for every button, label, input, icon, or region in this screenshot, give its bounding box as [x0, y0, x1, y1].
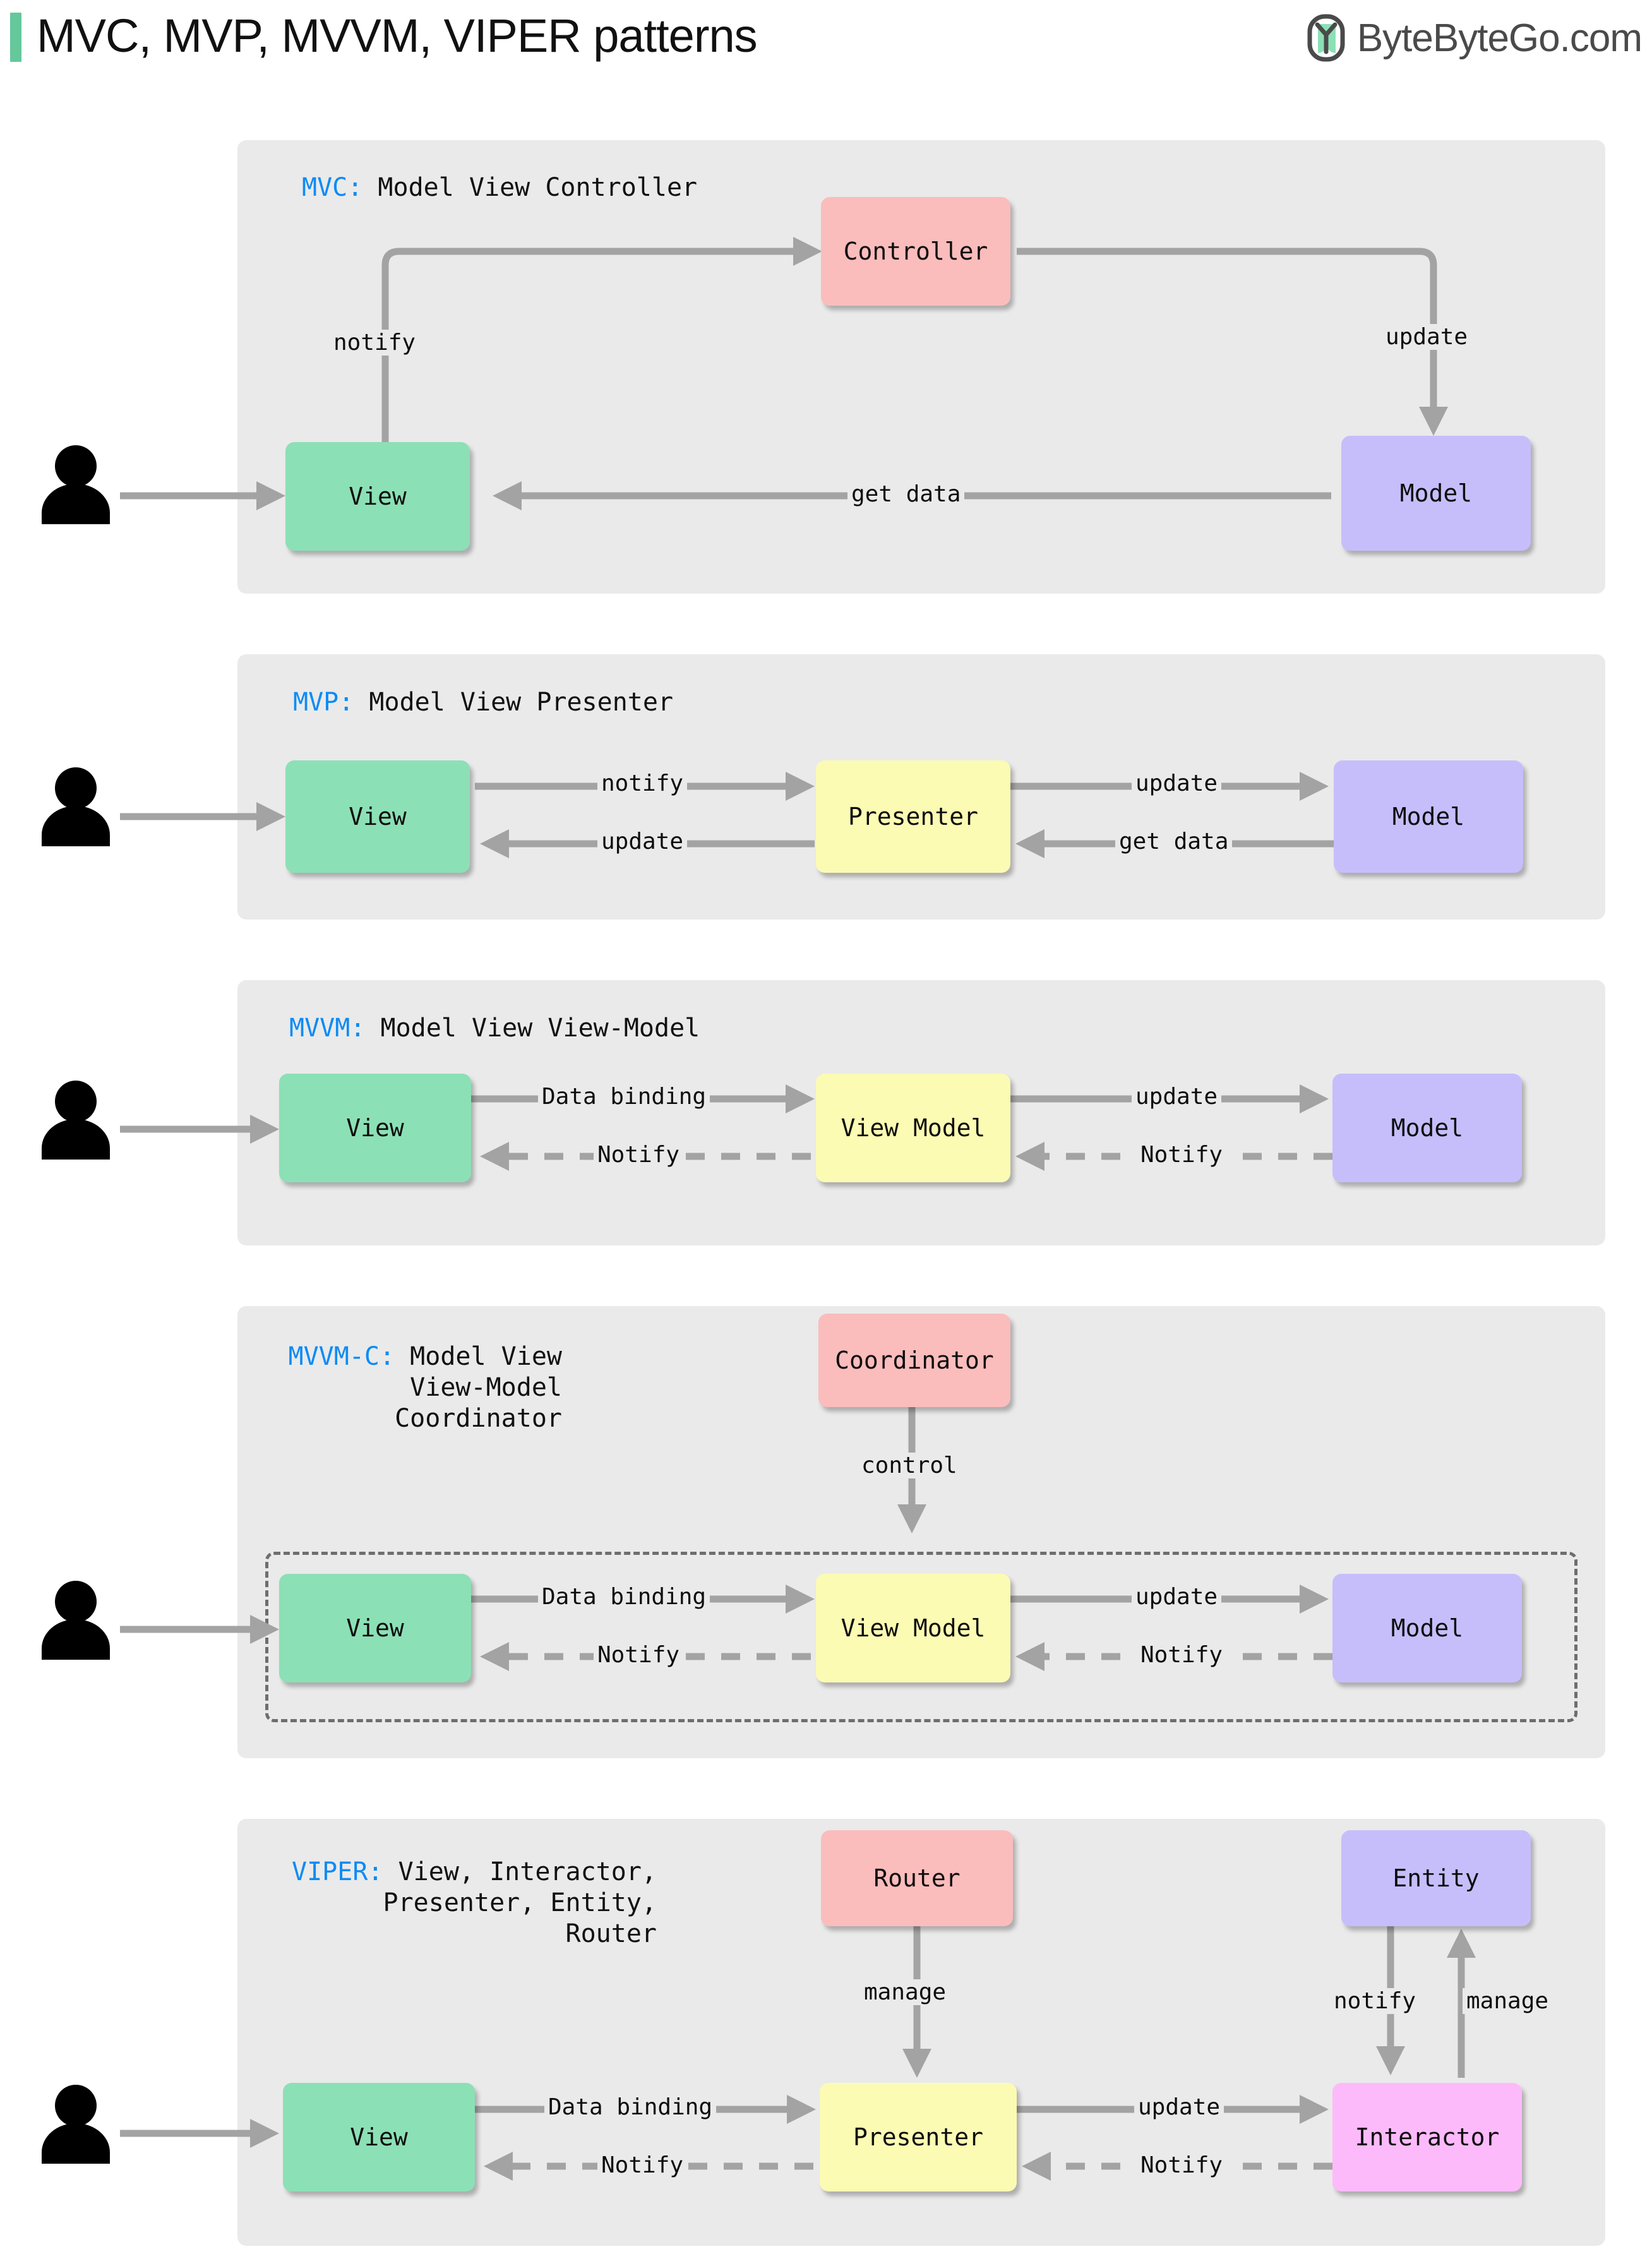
edge-label-mvvm-notify-left: Notify — [594, 1142, 684, 1168]
edge-label-mvc-get-data: get data — [847, 481, 965, 507]
edge-label-viper-notify-left: Notify — [597, 2152, 688, 2178]
brand-logo: ByteByteGo.com — [1307, 14, 1643, 62]
node-mvvmc-model[interactable]: Model — [1332, 1574, 1522, 1682]
node-mvvm-view[interactable]: View — [279, 1074, 471, 1182]
node-mvc-controller[interactable]: Controller — [821, 197, 1010, 306]
section-key-mvvm: MVVM: — [289, 1014, 366, 1043]
section-key-viper: VIPER: — [292, 1857, 383, 1886]
section-key-mvvmc: MVVM-C: — [288, 1342, 395, 1371]
node-viper-router[interactable]: Router — [821, 1830, 1013, 1926]
page-title: MVC, MVP, MVVM, VIPER patterns — [37, 9, 758, 62]
edge-label-mvvmc-control: control — [858, 1453, 961, 1478]
edge-label-mvvm-data-binding: Data binding — [538, 1084, 710, 1110]
section-title-mvp: Model View Presenter — [354, 688, 674, 717]
node-viper-presenter[interactable]: Presenter — [820, 2083, 1017, 2191]
edge-label-mvvmc-notify-right: Notify — [1137, 1642, 1227, 1668]
edge-label-mvvmc-data-binding: Data binding — [538, 1584, 710, 1610]
edge-label-mvp-update-l: update — [597, 829, 688, 854]
node-mvvmc-view-model[interactable]: View Model — [816, 1574, 1010, 1682]
node-viper-view[interactable]: View — [283, 2083, 475, 2191]
section-label-mvvm: MVVM: Model View View-Model — [289, 1013, 700, 1044]
node-mvc-model[interactable]: Model — [1341, 436, 1531, 551]
edge-label-mvp-get-data: get data — [1115, 829, 1233, 854]
edge-label-mvvm-update: update — [1132, 1084, 1222, 1110]
node-mvvm-view-model[interactable]: View Model — [816, 1074, 1010, 1182]
user-icon-mvp — [42, 767, 110, 846]
edge-label-mvp-update-r: update — [1132, 770, 1222, 796]
edge-label-viper-notify-right: Notify — [1137, 2152, 1227, 2178]
node-viper-entity[interactable]: Entity — [1341, 1830, 1531, 1926]
section-title-viper-line3: Router — [565, 1919, 657, 1948]
edge-label-viper-manage-entity: manage — [1463, 1988, 1553, 2014]
node-mvp-model[interactable]: Model — [1334, 760, 1523, 873]
section-title-mvvmc-line2: View-Model — [410, 1372, 562, 1402]
brand-text: ByteByteGo.com — [1356, 16, 1643, 60]
section-label-viper: VIPER: View, Interactor,Presenter, Entit… — [278, 1857, 657, 1949]
section-title-mvvm: Model View View-Model — [365, 1014, 700, 1043]
section-key-mvp: MVP: — [293, 688, 354, 717]
node-mvvmc-view[interactable]: View — [279, 1574, 471, 1682]
section-label-mvc: MVC: Model View Controller — [302, 172, 697, 203]
section-title-viper: View, Interactor, — [383, 1857, 657, 1886]
node-viper-interactor[interactable]: Interactor — [1332, 2083, 1522, 2191]
node-mvp-view[interactable]: View — [285, 760, 470, 873]
section-key-mvc: MVC: — [302, 173, 363, 202]
node-mvvm-model[interactable]: Model — [1332, 1074, 1522, 1182]
edge-label-mvvmc-update: update — [1132, 1584, 1222, 1610]
user-icon-mvvmc — [42, 1581, 110, 1660]
edge-label-viper-notify-entity: notify — [1330, 1988, 1420, 2014]
section-title-viper-line2: Presenter, Entity, — [383, 1888, 657, 1917]
user-icon-mvc — [42, 445, 110, 524]
edge-label-mvp-notify: notify — [597, 770, 688, 796]
section-label-mvp: MVP: Model View Presenter — [293, 687, 673, 718]
page-header: MVC, MVP, MVVM, VIPER patterns ByteByteG… — [0, 0, 1652, 76]
section-title-mvc: Model View Controller — [362, 173, 698, 202]
edge-label-mvvm-notify-right: Notify — [1137, 1142, 1227, 1168]
section-title-mvvmc: Model View — [395, 1342, 562, 1371]
node-mvc-view[interactable]: View — [285, 442, 470, 551]
edge-label-viper-data-binding: Data binding — [544, 2094, 717, 2120]
user-icon-viper — [42, 2085, 110, 2164]
section-title-mvvmc-line3: Coordinator — [395, 1403, 562, 1433]
edge-label-viper-manage-router: manage — [860, 1979, 950, 2005]
edge-label-mvc-update: update — [1382, 324, 1472, 350]
user-icon-mvvm — [42, 1081, 110, 1160]
title-accent-bar — [10, 13, 21, 62]
edge-label-mvc-notify: notify — [330, 330, 420, 356]
node-mvp-presenter[interactable]: Presenter — [816, 760, 1010, 873]
bytebytego-logo-icon — [1307, 14, 1345, 62]
edge-label-viper-update: update — [1134, 2094, 1224, 2120]
edge-label-mvvmc-notify-left: Notify — [594, 1642, 684, 1668]
node-mvvmc-coordinator[interactable]: Coordinator — [818, 1314, 1010, 1407]
